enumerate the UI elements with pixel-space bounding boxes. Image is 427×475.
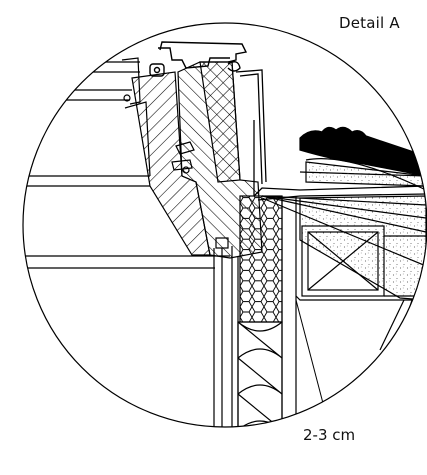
dimension-label: 2-3 cm [303,426,356,444]
detail-circle [22,22,427,428]
detail-title: Detail A [339,14,400,32]
glazing-profile [149,41,248,77]
fixing-clips [123,94,229,249]
honeycomb-insulation [239,195,283,323]
mineral-wool-insulation [237,321,283,427]
ceiling-structure [261,195,427,351]
